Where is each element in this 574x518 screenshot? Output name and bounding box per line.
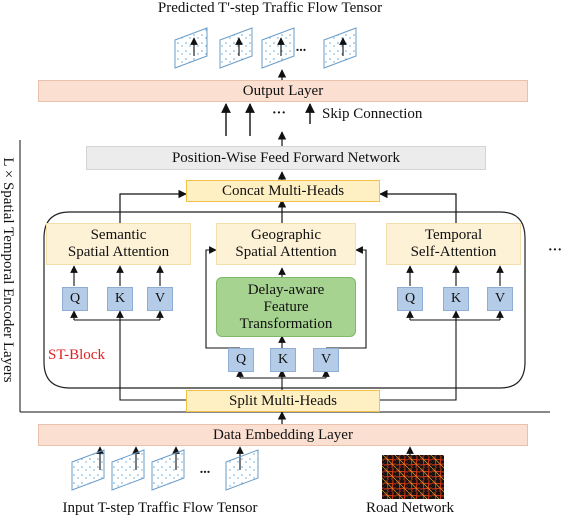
semantic-v: V (147, 287, 173, 311)
embedding-label: Data Embedding Layer (213, 426, 353, 443)
right-ellipsis: ··· (547, 243, 562, 258)
geographic-k: K (270, 348, 296, 372)
temporal-q: Q (397, 287, 423, 311)
input-tensor-label: Input T-step Traffic Flow Tensor (62, 500, 258, 516)
encoder-side-label: L × Spatial Temporal Encoder Layers (0, 157, 16, 383)
ffn-box: Position-Wise Feed Forward Network (86, 146, 486, 170)
delay-label-2: Feature (263, 298, 309, 315)
embedding-layer: Data Embedding Layer (38, 424, 528, 446)
semantic-label-1: Semantic (90, 227, 147, 243)
delay-label-3: Transformation (239, 315, 333, 332)
output-layer-label: Output Layer (242, 82, 324, 99)
skip-connection-label: Skip Connection (322, 106, 423, 122)
concat-label: Concat Multi-Heads (221, 182, 345, 199)
input-tensor-stack (71, 449, 259, 491)
geographic-q: Q (228, 348, 254, 372)
semantic-attention-box: Semantic Spatial Attention (46, 223, 191, 265)
semantic-q: Q (62, 287, 88, 311)
st-block-outline (43, 211, 526, 389)
predicted-tensor-stack (174, 27, 357, 69)
temporal-v: V (487, 287, 513, 311)
road-network-image (382, 455, 444, 499)
output-layer: Output Layer (38, 80, 528, 102)
input-ellipsis: ... (199, 462, 211, 477)
delay-label-1: Delay-aware (247, 281, 325, 298)
geographic-label-1: Geographic (251, 227, 321, 243)
predicted-tensor-title: Predicted T'-step Traffic Flow Tensor (157, 0, 383, 16)
geographic-label-2: Spatial Attention (235, 244, 337, 260)
geographic-attention-box: Geographic Spatial Attention (216, 223, 356, 265)
temporal-label-1: Temporal (424, 227, 483, 243)
concat-box: Concat Multi-Heads (186, 180, 380, 202)
skip-ellipsis: ··· (271, 106, 286, 121)
temporal-attention-box: Temporal Self-Attention (386, 223, 521, 265)
split-label: Split Multi-Heads (229, 392, 337, 409)
semantic-label-2: Spatial Attention (67, 244, 170, 260)
road-network-label: Road Network (366, 500, 454, 516)
st-block-label: ST-Block (48, 347, 105, 363)
top-ellipsis: ... (295, 40, 307, 55)
temporal-k: K (443, 287, 469, 311)
ffn-label: Position-Wise Feed Forward Network (171, 149, 401, 166)
temporal-label-2: Self-Attention (410, 244, 497, 260)
geographic-v: V (313, 348, 339, 372)
semantic-k: K (107, 287, 133, 311)
split-box: Split Multi-Heads (186, 390, 380, 412)
delay-aware-box: Delay-aware Feature Transformation (216, 277, 356, 337)
